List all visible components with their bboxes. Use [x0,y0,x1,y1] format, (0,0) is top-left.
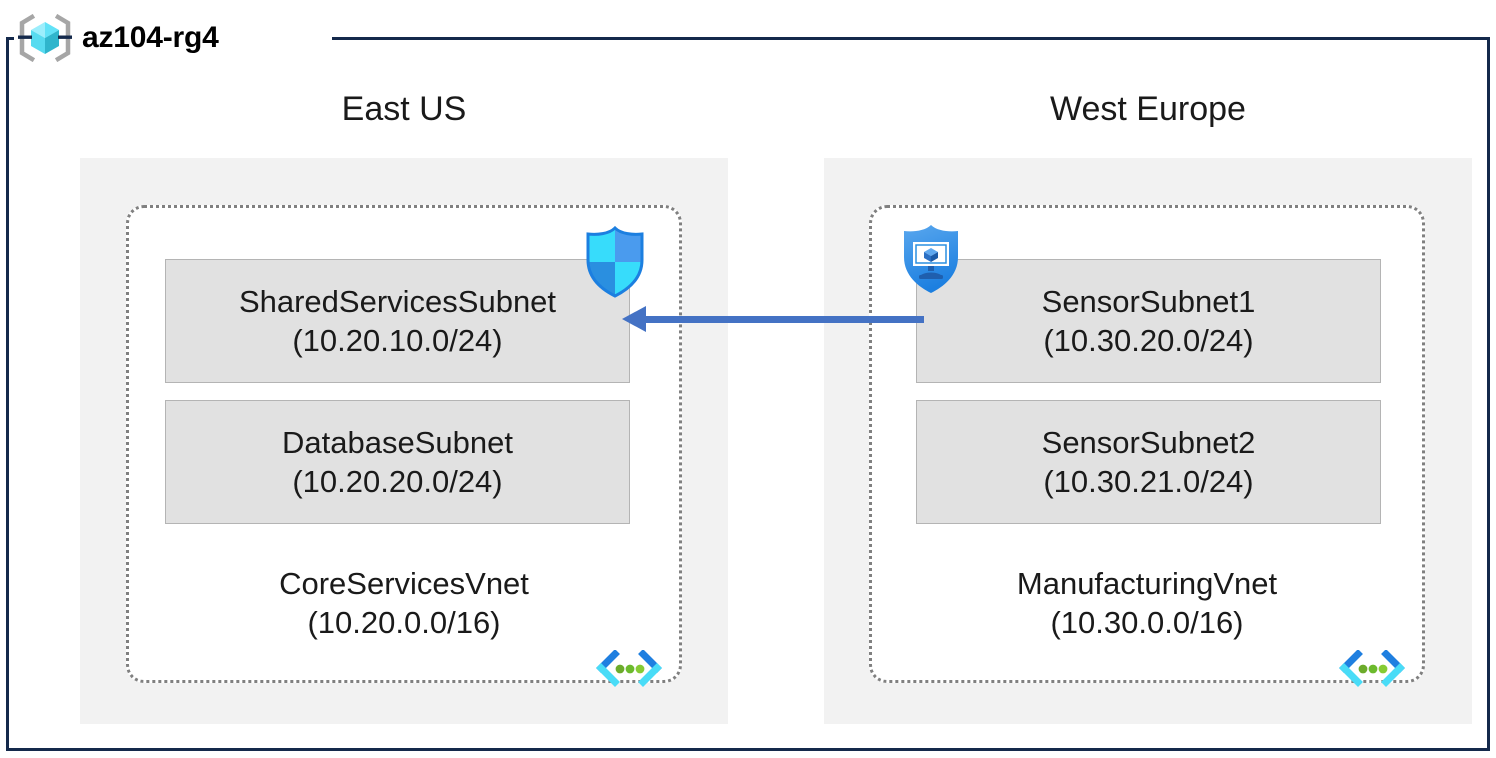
vnet-address-space: (10.30.0.0/16) [1050,604,1244,640]
subnet-address-space: (10.20.10.0/24) [292,323,503,358]
resource-group-name: az104-rg4 [82,21,219,54]
subnet-name: SharedServicesSubnet [238,283,557,319]
resource-group-boundary [6,37,1490,751]
region-label-westeurope: West Europe [1050,90,1246,128]
network-security-group-shield-icon[interactable] [583,225,647,298]
vnet-peering-arrow-head [622,306,646,332]
subnet-address-space: (10.30.20.0/24) [1043,323,1254,358]
vnet-peering-arrow-line [643,316,924,323]
resource-group-title-mask [14,28,332,50]
virtual-network-icon[interactable] [596,649,662,692]
virtual-network-icon[interactable] [1339,649,1405,692]
subnet-address-space: (10.20.20.0/24) [292,464,503,499]
vnet-caption: CoreServicesVnet (10.20.0.0/16) [129,564,679,642]
resource-group-cube-icon [18,14,72,62]
subnet-sensorsubnet1[interactable]: SensorSubnet1 (10.30.20.0/24) [916,259,1381,383]
region-label-eastus: East US [341,90,467,128]
vnet-address-space: (10.20.0.0/16) [307,604,501,640]
vnet-name: ManufacturingVnet [1016,565,1278,601]
resource-group-title: az104-rg4 [18,10,219,66]
subnet-name: SensorSubnet1 [1041,283,1256,319]
bastion-shield-monitor-icon[interactable] [899,223,963,295]
vnet-caption: ManufacturingVnet (10.30.0.0/16) [872,564,1422,642]
subnet-databasesubnet[interactable]: DatabaseSubnet (10.20.20.0/24) [165,400,630,524]
vnet-name: CoreServicesVnet [279,565,529,601]
subnet-name: SensorSubnet2 [1041,424,1256,460]
subnet-sensorsubnet2[interactable]: SensorSubnet2 (10.30.21.0/24) [916,400,1381,524]
subnet-address-space: (10.30.21.0/24) [1043,464,1254,499]
subnet-name: DatabaseSubnet [282,424,513,460]
subnet-sharedservicessubnet[interactable]: SharedServicesSubnet (10.20.10.0/24) [165,259,630,383]
